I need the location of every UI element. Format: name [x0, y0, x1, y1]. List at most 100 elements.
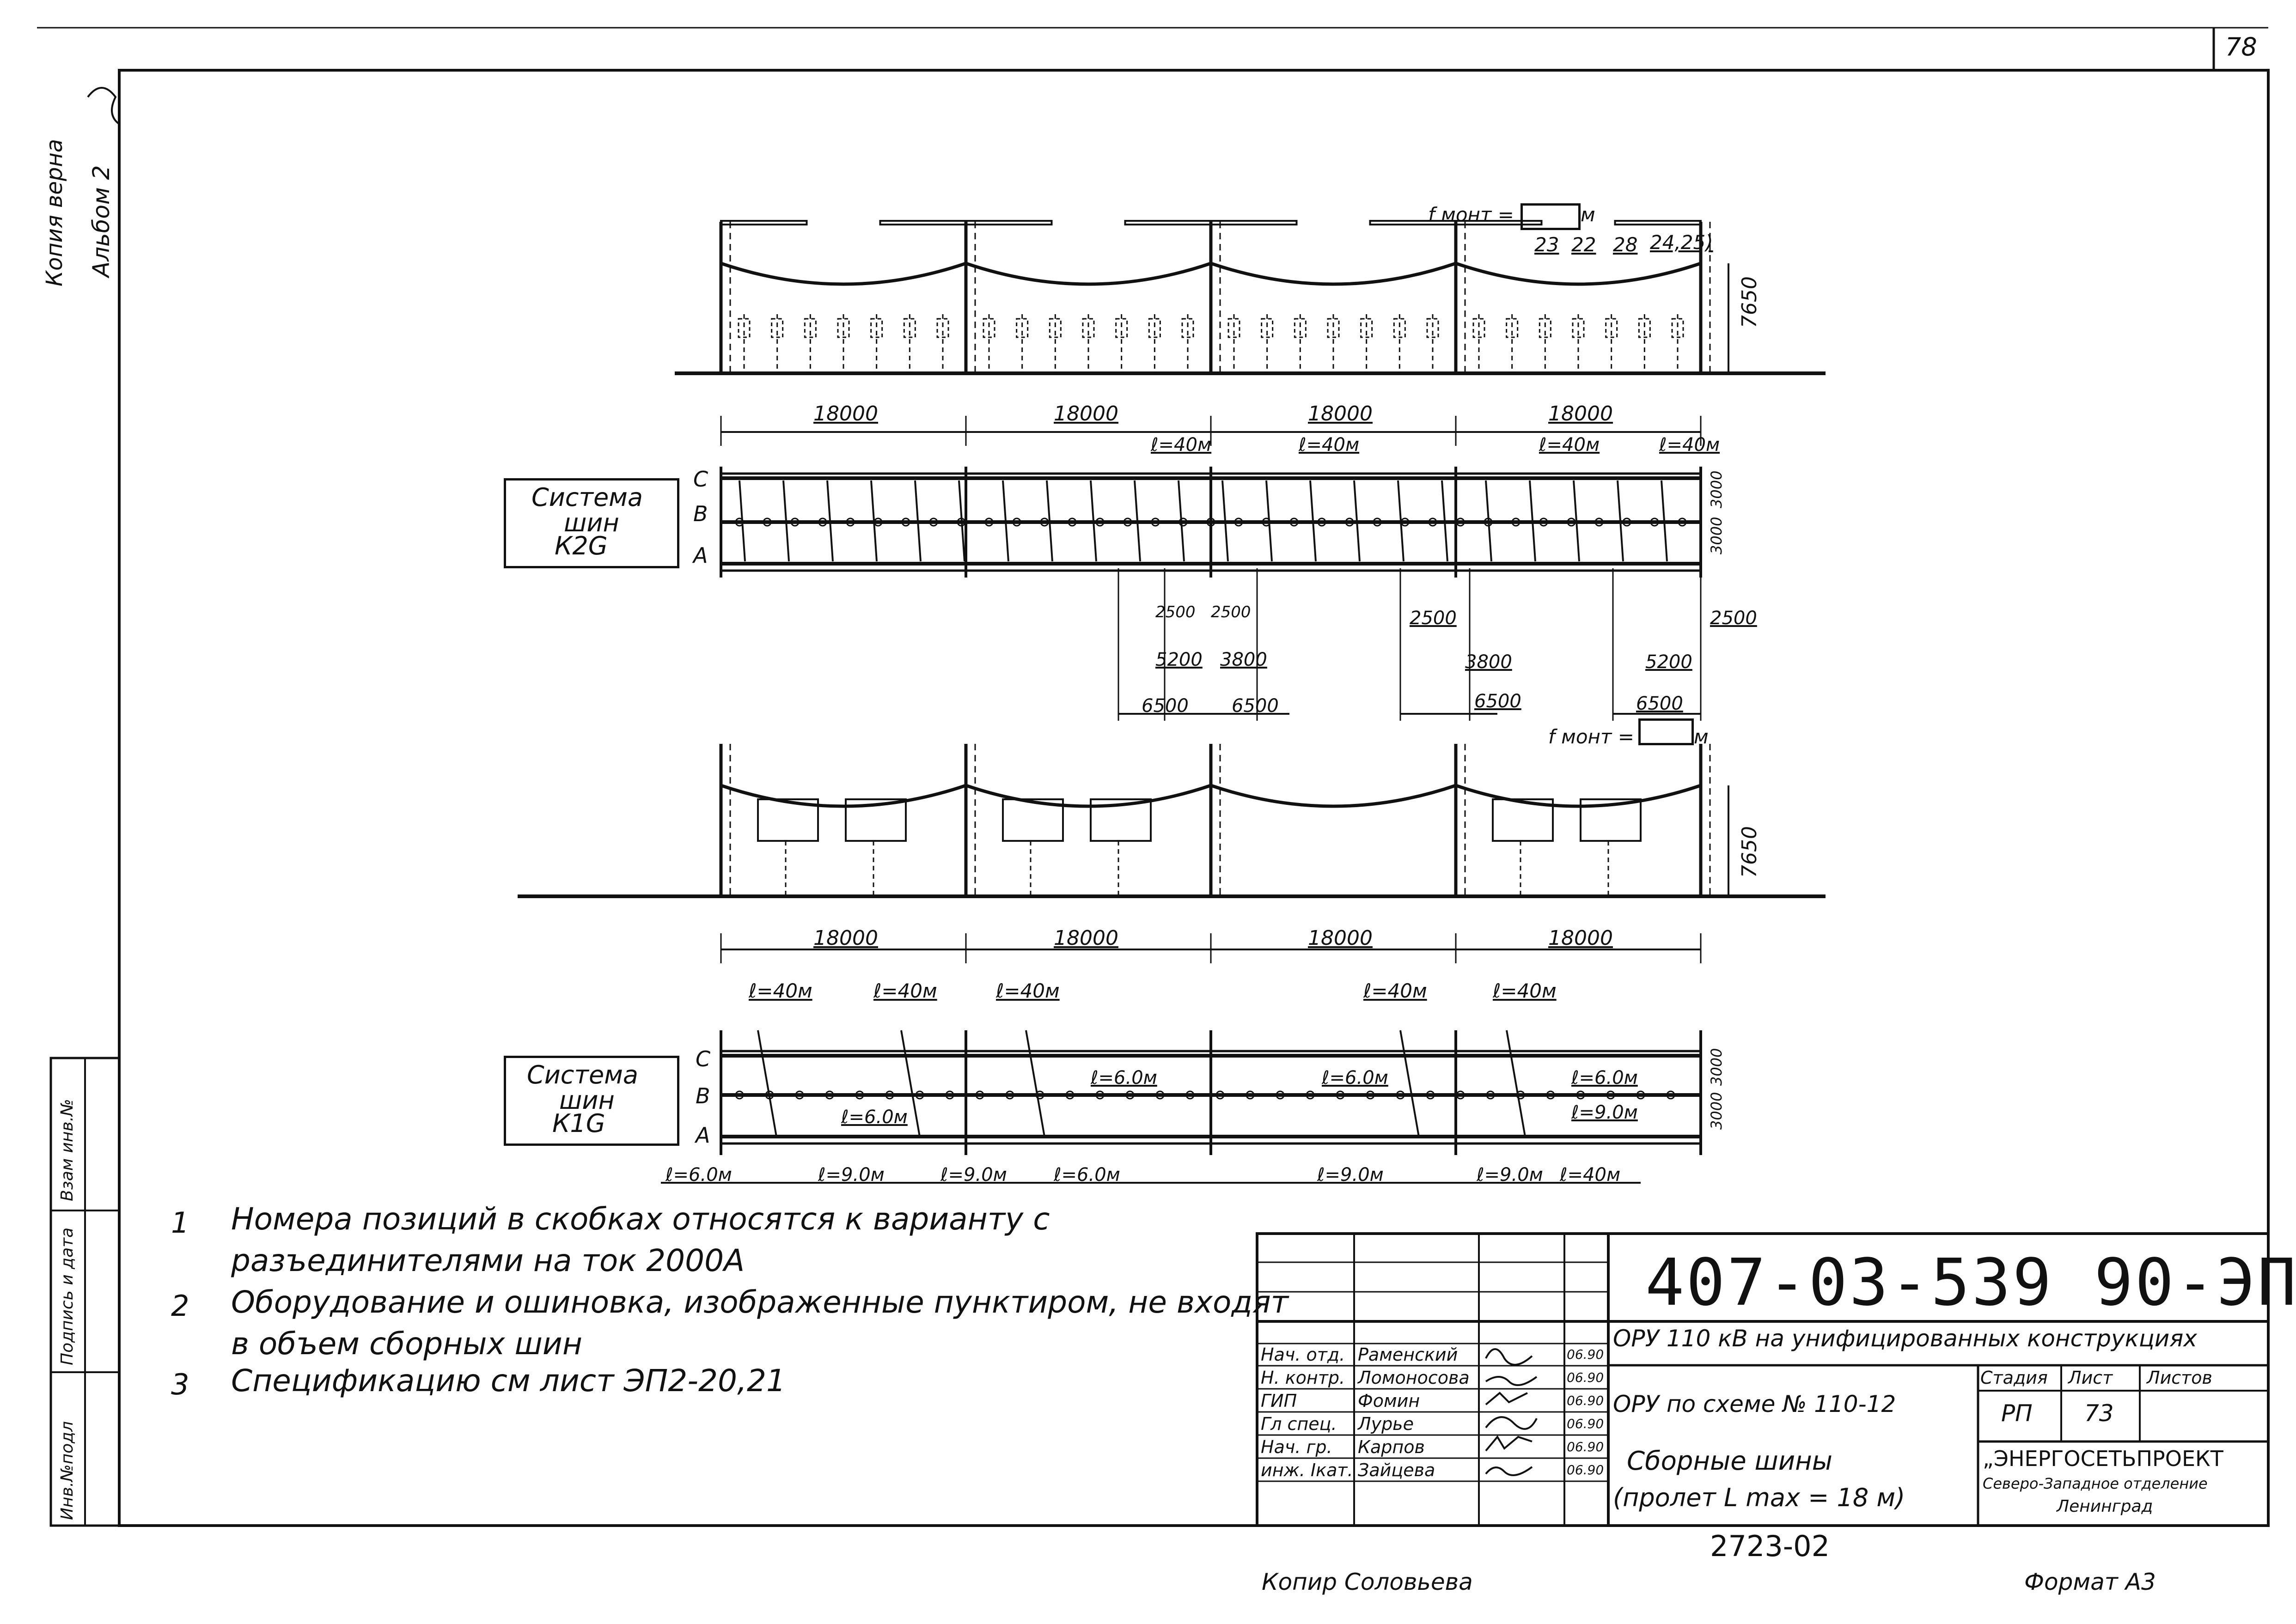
equipment-box	[1049, 318, 1062, 338]
k2g-phase-b: В	[693, 501, 708, 526]
note-2-line-1: Оборудование и ошиновка, изображенные пу…	[231, 1284, 1289, 1320]
cross-connection	[739, 480, 746, 562]
staff-role-6: инж. Iкат.	[1261, 1460, 1353, 1480]
k1g-bottom-len-5: ℓ=9.0м	[1317, 1164, 1384, 1186]
insulator-node	[1005, 1090, 1014, 1100]
system-k1g-line3: К1G	[552, 1109, 605, 1138]
insulator-node	[1396, 1090, 1405, 1100]
insulator-node	[1234, 517, 1243, 527]
insulator-node	[1539, 517, 1548, 527]
equipment-box	[1327, 318, 1340, 338]
staff-date-6: 06.90	[1567, 1462, 1604, 1478]
insulator-node	[1576, 1090, 1585, 1100]
equipment-box	[1016, 318, 1029, 338]
insulator-node	[957, 517, 966, 527]
org-name: „ЭНЕРГОСЕТЬПРОЕКТ	[1983, 1446, 2223, 1471]
disconnector-frame	[1090, 798, 1152, 842]
bottom-sag-box	[1638, 718, 1694, 745]
insulator-node	[846, 517, 855, 527]
stage-header: Стадия	[1980, 1368, 2048, 1388]
sheet-header: Лист	[2068, 1368, 2113, 1388]
k2g-dim-5200b: 5200	[1645, 651, 1692, 673]
scheme-text: ОРУ по схеме № 110-12	[1613, 1391, 1896, 1417]
insulator-node	[1206, 517, 1215, 527]
insulator-node	[1035, 1090, 1044, 1100]
insulator-node	[1123, 517, 1132, 527]
staff-name-5: Карпов	[1358, 1437, 1425, 1457]
equipment-box	[1261, 318, 1274, 338]
k1g-top-len-4: ℓ=40м	[1363, 979, 1427, 1002]
top-dim-4: 18000	[1548, 402, 1613, 426]
insulator-node	[1426, 1090, 1435, 1100]
top-dim-3: 18000	[1308, 402, 1373, 426]
top-dim-1: 18000	[813, 402, 878, 426]
k1g-bottom-len-1: ℓ=6.0м	[666, 1164, 732, 1186]
top-sag-label: f монт =	[1428, 203, 1514, 226]
document-code: 407-03-539 90-ЭП2	[1645, 1245, 2296, 1320]
staff-date-4: 06.90	[1567, 1416, 1604, 1431]
cross-connection	[1661, 480, 1668, 562]
insulator-node	[1484, 517, 1493, 527]
insulator-node	[1262, 517, 1271, 527]
disconnector-frame	[1580, 798, 1642, 842]
insulator-node	[1486, 1090, 1495, 1100]
staff-role-3: ГИП	[1261, 1391, 1297, 1411]
sheets-header: Листов	[2147, 1368, 2212, 1388]
cross-connection	[1309, 480, 1317, 562]
k1g-inner-len-4: ℓ=9.0м	[1571, 1102, 1638, 1123]
bottom-dim-1: 18000	[813, 926, 878, 950]
insulator-node	[1040, 517, 1049, 527]
insulator-node	[1636, 1090, 1645, 1100]
staff-role-1: Нач. отд.	[1261, 1344, 1345, 1365]
cross-connection	[1134, 480, 1141, 562]
equipment-box	[1472, 318, 1485, 338]
insulator-node	[795, 1090, 804, 1100]
equipment-box	[1605, 318, 1618, 338]
equipment-box	[1393, 318, 1406, 338]
cross-connection	[1353, 480, 1361, 562]
top-sag-box	[1520, 203, 1581, 230]
pos-28: 28	[1613, 233, 1638, 256]
insulator-node	[1012, 517, 1021, 527]
k2g-dim-6500d: 6500	[1636, 693, 1683, 714]
k2g-len-4: ℓ=40м	[1659, 434, 1720, 456]
bottom-elevation	[518, 744, 1826, 963]
equipment-box	[1506, 318, 1519, 338]
top-sag-unit: м	[1581, 203, 1595, 226]
cross-connection	[782, 480, 790, 562]
equipment-box	[1227, 318, 1240, 338]
portal-beam	[720, 220, 808, 225]
insulator-node	[1065, 1090, 1075, 1100]
sheet-number: 78	[2225, 32, 2257, 61]
tap-line	[1506, 1030, 1526, 1137]
k1g-inner-len-5: ℓ=6.0м	[1571, 1067, 1638, 1089]
bottom-sag-unit: м	[1694, 725, 1709, 748]
insulator-node	[1289, 517, 1299, 527]
bottom-sag-label: f монт =	[1548, 725, 1634, 748]
staff-role-4: Гл спец.	[1261, 1414, 1337, 1434]
equipment-box	[1181, 318, 1194, 338]
cross-connection	[1221, 480, 1229, 562]
staff-date-2: 06.90	[1567, 1370, 1604, 1385]
footer-format: Формат А3	[2024, 1569, 2156, 1595]
equipment-box	[1294, 318, 1307, 338]
cross-connection	[1090, 480, 1097, 562]
equipment-box	[903, 318, 916, 338]
bottom-dim-3: 18000	[1308, 926, 1373, 950]
pos-24-25: 24,25)	[1650, 231, 1713, 254]
k2g-dim-6500a: 6500	[1142, 695, 1189, 717]
k2g-dim-2500c: 2500	[1410, 608, 1457, 629]
system-k2g-line2: шин	[564, 508, 619, 537]
insulator-node	[825, 1090, 834, 1100]
k1g-inner-len-1: ℓ=6.0м	[1091, 1067, 1157, 1089]
staff-date-3: 06.90	[1567, 1393, 1604, 1408]
equipment-box	[1426, 318, 1439, 338]
insulator-node	[735, 517, 744, 527]
bottom-dim-4: 18000	[1548, 926, 1613, 950]
tap-line	[757, 1030, 777, 1137]
note-3-number: 3	[171, 1368, 189, 1401]
stage-value: РП	[2001, 1400, 2033, 1427]
insulator-node	[1400, 517, 1410, 527]
staff-date-1: 06.90	[1567, 1347, 1604, 1362]
cross-connection	[914, 480, 922, 562]
